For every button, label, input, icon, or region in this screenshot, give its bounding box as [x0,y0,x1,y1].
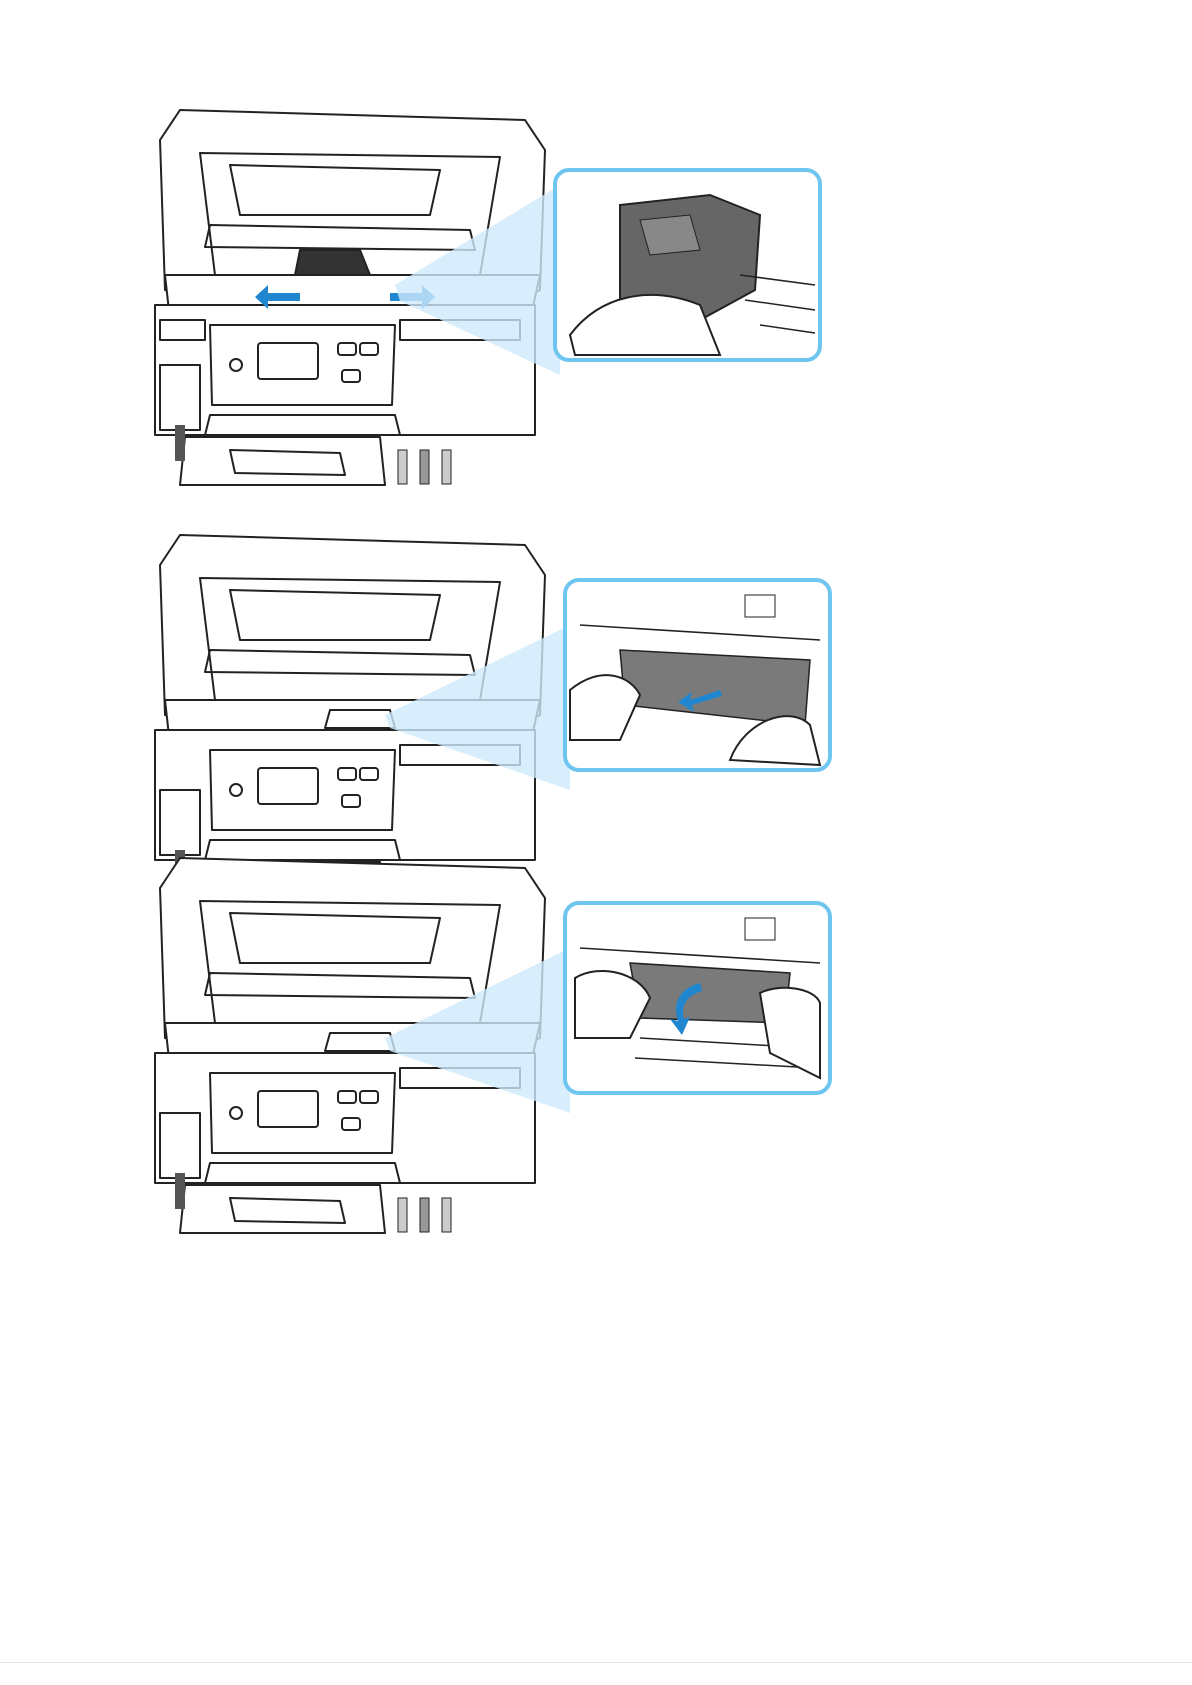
callout-zoom [565,903,830,1093]
page-footer [0,1662,1192,1685]
callout-zoom [555,170,820,360]
step-3-illustration [0,823,1192,1243]
callout-zoom [565,580,830,770]
printer-open-print-head-holder-slide-icon [0,75,1192,495]
step-1-illustration [0,75,1192,495]
printer-open-paper-under-holder-roll-icon [0,823,1192,1243]
